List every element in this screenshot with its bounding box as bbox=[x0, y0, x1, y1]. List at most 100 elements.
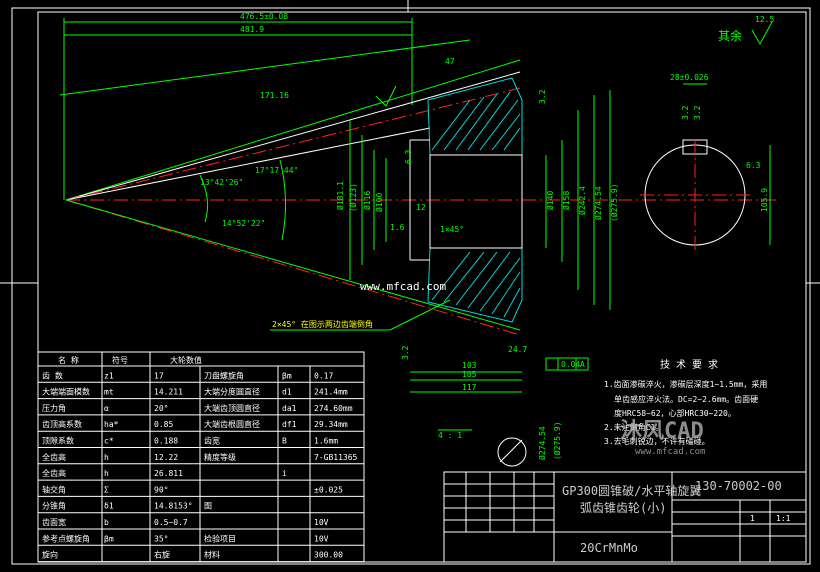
table-cell: ±0.025 bbox=[314, 485, 343, 494]
tolerance-frame bbox=[545, 357, 589, 371]
table-cell: 轴交角 bbox=[42, 484, 66, 494]
table-cell: 12.22 bbox=[154, 453, 178, 462]
table-cell: δ1 bbox=[104, 502, 114, 511]
dim-274: Ø274.54 bbox=[593, 186, 603, 220]
table-cell: h bbox=[104, 453, 109, 462]
dim-242: Ø242.4 bbox=[577, 186, 587, 215]
table-cell: 齿面宽 bbox=[42, 517, 66, 527]
roughness-32-b: 3.2 bbox=[401, 345, 410, 360]
table-cell: 材料 bbox=[204, 550, 220, 560]
watermark-url: www.mfcad.com bbox=[360, 280, 446, 293]
table-cell: 20° bbox=[154, 404, 168, 413]
table-cell: Σ bbox=[104, 485, 109, 494]
angle-1: 13°42'26" bbox=[200, 178, 243, 187]
tech-req-line1: 1.齿面渗碳淬火，渗碳层深度1~1.5mm，采用 bbox=[604, 379, 767, 389]
outer-frame bbox=[11, 7, 811, 565]
table-cell: 14.8153° bbox=[154, 502, 193, 511]
table-cell: 旋向 bbox=[42, 550, 58, 560]
table-cell: b bbox=[104, 518, 109, 527]
table-cell: 274.60mm bbox=[314, 404, 353, 413]
table-cell: 10V bbox=[314, 534, 329, 543]
watermark-brand: 沐风CAD bbox=[620, 419, 704, 444]
table-cell: 7-GB11365 bbox=[314, 453, 358, 462]
table-cell: da1 bbox=[282, 404, 297, 413]
table-cell: 0.188 bbox=[154, 437, 178, 446]
dim-4765: 476.5±0.08 bbox=[240, 12, 288, 21]
cone-center-red-bottom bbox=[65, 199, 521, 336]
cone-line-top bbox=[65, 59, 521, 201]
angle-3: 14°52'22" bbox=[222, 219, 265, 228]
tech-req-line3: 度HRC58~62，心部HRC30~220。 bbox=[614, 408, 736, 418]
dim-181: Ø181.1 bbox=[335, 181, 345, 210]
table-cell: βm bbox=[282, 371, 292, 380]
dim-103: 103 bbox=[462, 361, 477, 370]
table-cell: βm bbox=[104, 534, 114, 543]
table-cell: mt bbox=[104, 388, 114, 397]
table-cell: df1 bbox=[282, 420, 297, 429]
dim-158: Ø158 bbox=[561, 191, 571, 210]
table-cell: B bbox=[282, 437, 287, 446]
title-block bbox=[443, 471, 807, 563]
table-cell: h bbox=[104, 469, 109, 478]
chamfer-16: 1.6 bbox=[390, 223, 405, 232]
table-cell: 1.6mm bbox=[314, 437, 338, 446]
part-name: GP300圆锥破/水平轴旋翼 bbox=[562, 483, 701, 498]
table-cell: 右旋 bbox=[154, 550, 170, 560]
table-cell: 顶隙系数 bbox=[42, 436, 74, 446]
table-cell: 齿 数 bbox=[42, 370, 63, 380]
dim-keywidth: 28±0.026 bbox=[670, 73, 709, 82]
table-cell: 精度等级 bbox=[204, 452, 236, 462]
detail-circle bbox=[497, 437, 527, 467]
remaining-finish-symbol bbox=[751, 21, 773, 46]
detail-d274: Ø274.54 bbox=[537, 426, 547, 460]
table-cell: 全齿高 bbox=[42, 452, 66, 462]
tech-req-title: 技 术 要 求 bbox=[660, 358, 718, 371]
table-header-value: 大轮数值 bbox=[170, 355, 202, 365]
cone-line-inner bbox=[65, 127, 431, 201]
roughness-symbol-top bbox=[375, 85, 397, 107]
detail-circle-line bbox=[499, 439, 523, 463]
table-cell: d1 bbox=[282, 388, 292, 397]
table-cell: 0.17 bbox=[314, 371, 333, 380]
table-cell: 241.4mm bbox=[314, 388, 348, 397]
angle-arc-2 bbox=[279, 159, 287, 241]
chamfer-note: 2×45° 在图示两边齿端倒角 bbox=[272, 319, 373, 329]
tolerance-value: 0.04 bbox=[561, 360, 580, 369]
tech-req-line5: 3.去毛刺锐边，不许有磕碰。 bbox=[604, 436, 710, 446]
table-cell: 齿顶高系数 bbox=[42, 419, 82, 429]
qty-value: 1 bbox=[750, 514, 755, 523]
table-cell: 0.85 bbox=[154, 420, 173, 429]
table-cell: c* bbox=[104, 437, 114, 446]
gear-upper-section bbox=[427, 77, 523, 156]
table-header-name: 名 称 bbox=[58, 355, 79, 365]
dim-275: (Ø275.9) bbox=[609, 183, 619, 222]
table-cell: 17 bbox=[154, 371, 164, 380]
roughness-63-a: 6.3 bbox=[404, 149, 413, 164]
table-cell: ha* bbox=[104, 420, 119, 429]
table-cell: 刀盘螺旋角 bbox=[204, 370, 244, 380]
dim-123: (Ø123) bbox=[348, 183, 358, 212]
dim-100: Ø100 bbox=[374, 193, 384, 212]
table-cell: z1 bbox=[104, 371, 114, 380]
dim-47: 47 bbox=[445, 57, 455, 66]
dim-105: 105 bbox=[462, 370, 477, 379]
dim-17116: 171.16 bbox=[260, 91, 289, 100]
table-cell: i bbox=[282, 469, 287, 478]
table-cell: 大端分度圆直径 bbox=[204, 387, 260, 397]
roughness-63-b: 6.3 bbox=[746, 161, 761, 170]
dim-140: Ø140 bbox=[545, 191, 555, 210]
table-cell: 10V bbox=[314, 518, 329, 527]
hatch-upper bbox=[431, 91, 521, 151]
table-cell: 14.211 bbox=[154, 388, 183, 397]
slant-dim-line bbox=[59, 39, 471, 96]
table-cell: α bbox=[104, 404, 109, 413]
table-cell: 90° bbox=[154, 485, 168, 494]
drawing-number: 130-70002-00 bbox=[695, 479, 782, 493]
hatch-lower bbox=[431, 251, 521, 318]
table-cell: 分锥角 bbox=[42, 501, 66, 511]
dim-117: 117 bbox=[462, 383, 477, 392]
table-cell: 全齿高 bbox=[42, 468, 66, 478]
table-cell: 压力角 bbox=[42, 403, 66, 413]
tech-req-line2: 单齿感应淬火法。DC=2~2.6mm。齿面硬 bbox=[614, 394, 758, 404]
